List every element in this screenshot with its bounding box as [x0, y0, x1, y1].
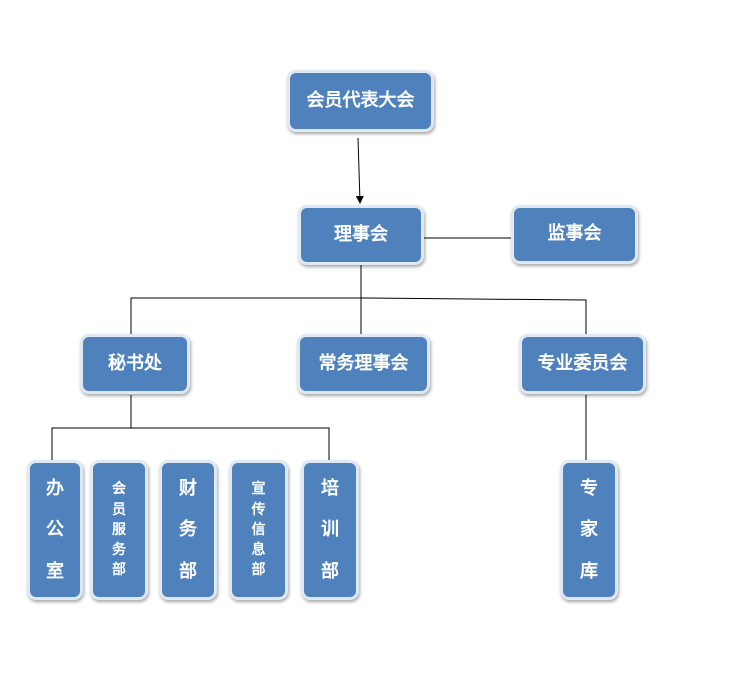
node-publicity-label: 宣传信息部: [251, 481, 266, 579]
node-congress: 会员代表大会: [287, 70, 434, 132]
arrow-congress-to-council: [355, 137, 364, 204]
node-training-label: 培训部: [320, 477, 339, 582]
node-experts-label: 专家库: [579, 477, 598, 582]
node-council: 理事会: [298, 205, 424, 265]
node-office-label: 办公室: [45, 477, 64, 582]
node-congress-label: 会员代表大会: [306, 89, 415, 111]
line-dept-branch: [51, 427, 330, 462]
node-standing-council-label: 常务理事会: [318, 352, 409, 374]
node-finance: 财务部: [159, 460, 217, 600]
node-office: 办公室: [27, 460, 83, 600]
node-member-service-label: 会员服务部: [111, 481, 126, 579]
node-secretariat-label: 秘书处: [108, 352, 162, 374]
node-training: 培训部: [301, 460, 359, 600]
line-level2-branch: [130, 297, 587, 336]
node-committees-label: 专业委员会: [537, 352, 628, 374]
node-secretariat: 秘书处: [80, 334, 190, 394]
node-council-label: 理事会: [334, 223, 388, 245]
node-supervisors-label: 监事会: [547, 223, 602, 245]
node-supervisors: 监事会: [511, 205, 638, 264]
node-finance-label: 财务部: [178, 477, 197, 582]
node-standing-council: 常务理事会: [297, 334, 430, 394]
node-publicity: 宣传信息部: [229, 460, 288, 600]
node-member-service: 会员服务部: [90, 460, 148, 600]
node-committees: 专业委员会: [519, 334, 646, 394]
node-experts: 专家库: [560, 460, 618, 600]
